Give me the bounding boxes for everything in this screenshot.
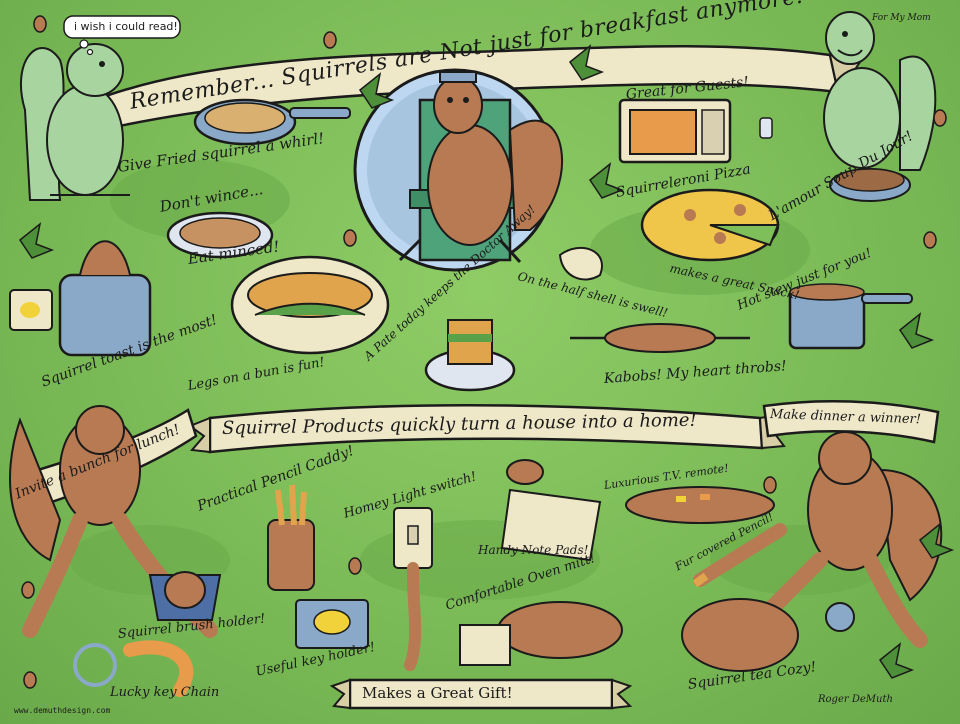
toaster [9,240,152,357]
squirrel-top-right [823,11,937,171]
microwave [618,98,773,164]
kabob [570,323,750,353]
frying-pan [193,98,351,146]
electric-chair-scene [353,68,564,272]
right-banner-scroll [762,399,940,444]
pizza [640,188,780,262]
light-switch [393,507,433,671]
pate-sandwich [424,319,516,392]
artist-signature: Roger DeMuth [818,694,893,705]
acorn-leaf-scatter [18,15,955,689]
website-url: www.demuthdesign.com [14,706,111,715]
bottom-banner-scroll [329,678,633,710]
caption-note-pads: Handy Note Pads! [478,543,589,557]
pencil-caddy [267,484,315,591]
key-chain [73,640,194,697]
oven-mitt [459,601,623,666]
stew-pot [788,283,913,350]
key-holder [295,599,369,649]
fur-pencil [692,523,787,588]
brush-holder [148,571,222,621]
legs-on-bun [230,255,390,355]
soup-bowl [829,168,911,202]
minced-plate [166,211,274,259]
dedication-text: For My Mom [872,13,931,23]
note-pad [500,459,602,562]
half-shell [558,246,603,281]
bottom-banner-text: Makes a Great Gift! [362,684,513,702]
squirrel-top-left [19,43,130,201]
speech-bubble [63,15,181,56]
caption-key-chain: Lucky key Chain [110,685,220,700]
teapot [681,598,855,672]
speech-bubble-text: i wish i could read! [74,20,178,33]
tv-remote [625,486,775,524]
